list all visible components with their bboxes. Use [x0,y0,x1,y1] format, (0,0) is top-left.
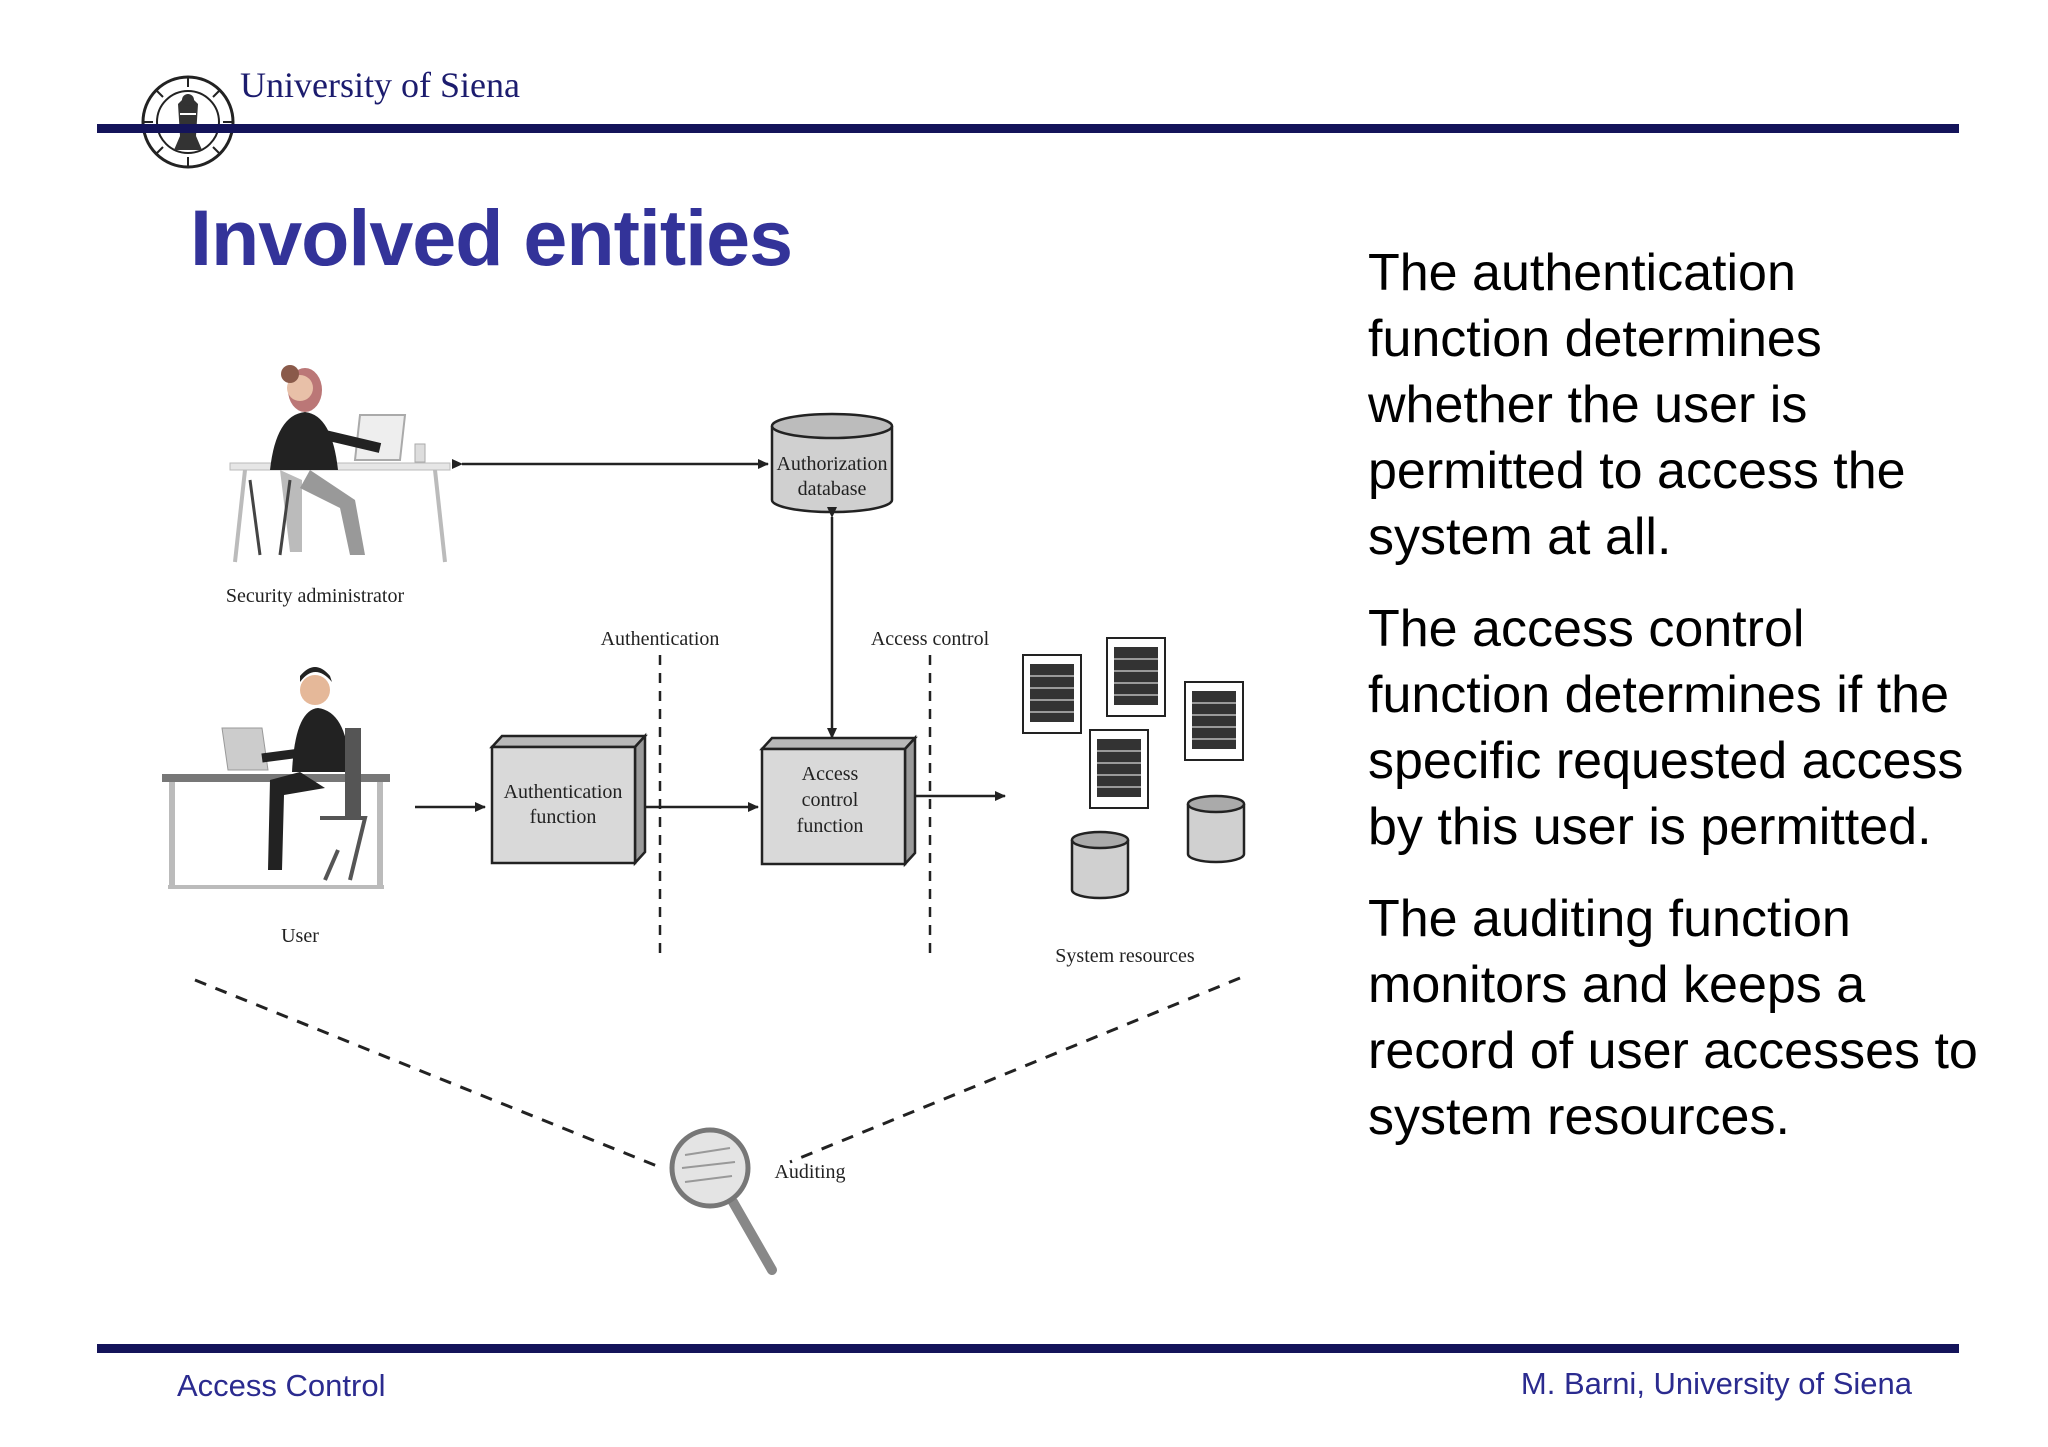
university-seal-logo [141,75,235,169]
authorization-database-cylinder [770,412,894,514]
user-label: User [281,925,319,947]
document-icon [1106,637,1166,717]
storage-cylinder-icon [1186,794,1246,864]
user-illustration [162,667,390,889]
authorization-db-label-1: Authorization [776,453,887,475]
access-control-section-label: Access control [871,628,990,650]
explanation-text: The authentication function determines w… [1368,240,1988,1176]
access-control-diagram: Security administrator Authorization dat… [162,365,1246,1275]
acf-label-2: control [802,789,859,811]
footer-course-title: Access Control [177,1368,386,1403]
paragraph-access-control: The access control function determines i… [1368,600,1964,856]
storage-cylinder-icon [1070,830,1130,900]
header-divider [97,124,1959,133]
authentication-section-label: Authentication [601,628,720,650]
footer-author: M. Barni, University of Siena [1520,1366,1912,1401]
authentication-function-box [489,732,648,867]
auth-function-label-2: function [530,806,597,828]
auditing-line-right [789,976,1241,1164]
document-icon [1184,681,1244,761]
paragraph-auditing: The auditing function monitors and keeps… [1368,890,1978,1146]
acf-label-3: function [797,815,864,837]
document-icon [1022,654,1082,734]
acf-label-1: Access [802,763,859,785]
slide-title: Involved entities [190,193,793,282]
header-university-name: University of Siena [240,65,520,105]
auth-function-label-1: Authentication [504,781,623,803]
system-resources-label: System resources [1055,945,1195,967]
auditing-line-left [194,978,663,1170]
access-control-function-box [759,734,918,868]
security-administrator-illustration [229,365,451,563]
magnifying-glass-icon [669,1127,777,1275]
auditing-label: Auditing [774,1161,845,1183]
authorization-db-label-2: database [798,478,867,500]
security-administrator-label: Security administrator [226,585,405,607]
document-icon [1089,729,1149,809]
paragraph-authentication: The authentication function determines w… [1368,244,1906,566]
footer-divider [97,1344,1959,1353]
